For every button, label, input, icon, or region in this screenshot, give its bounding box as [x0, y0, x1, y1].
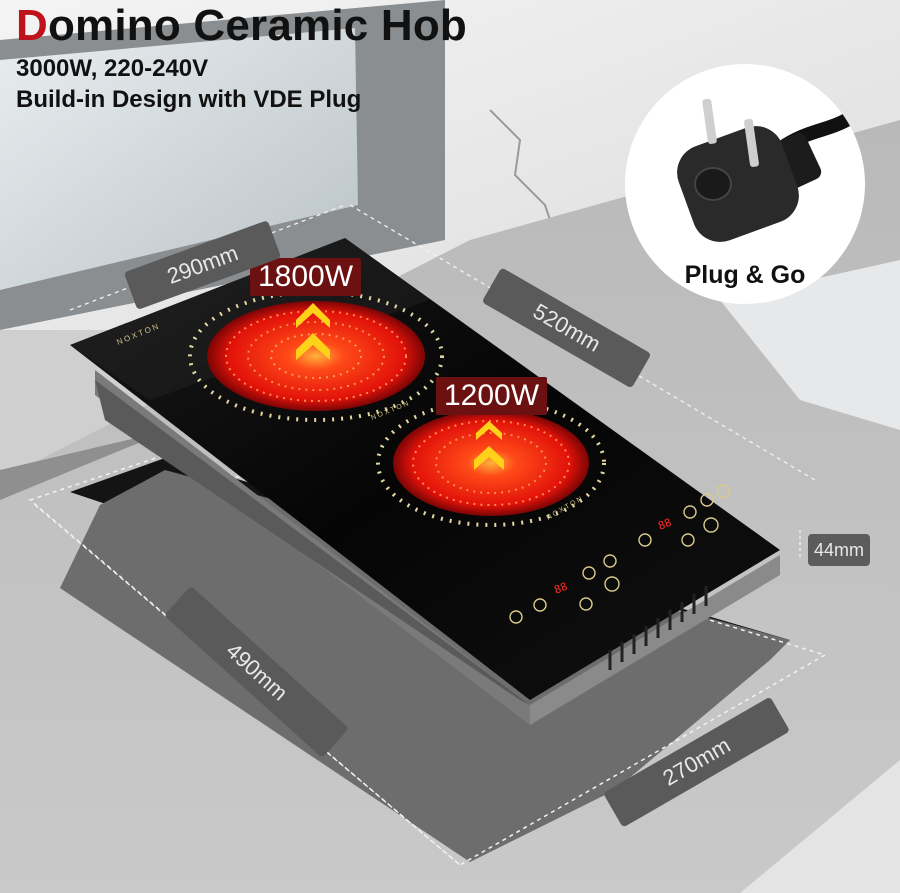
hob-front-panel — [95, 380, 530, 705]
plug-callout: Plug & Go — [625, 64, 865, 304]
counter-front-left — [0, 430, 170, 500]
control-panel-right — [638, 484, 730, 547]
timer-icon[interactable] — [603, 554, 617, 568]
timer-icon[interactable] — [700, 493, 714, 507]
timer-minus-icon[interactable] — [681, 533, 695, 547]
dimension-height: 44mm — [808, 534, 871, 566]
power-icon[interactable] — [716, 484, 730, 498]
title-block: Domino Ceramic Hob 3000W, 220-240V Build… — [16, 2, 467, 115]
cutout-base — [60, 470, 790, 862]
title-first-letter: D — [16, 1, 48, 50]
towel — [720, 260, 900, 430]
timer-minus-icon[interactable] — [579, 597, 593, 611]
plus-icon[interactable] — [683, 505, 697, 519]
small-cooking-zone — [376, 399, 606, 527]
plus-icon[interactable] — [582, 566, 596, 580]
small-zone-power-badge: 1200W — [436, 377, 548, 415]
hob-side-right — [530, 555, 780, 725]
zone-display: 88 — [552, 580, 569, 597]
minus-icon[interactable] — [638, 533, 652, 547]
lock-icon[interactable] — [703, 517, 719, 533]
heat-arrow-icon — [296, 303, 330, 360]
minus-icon[interactable] — [533, 598, 547, 612]
power-icon[interactable] — [509, 610, 523, 624]
lock-icon[interactable] — [604, 576, 620, 592]
zone-display: 88 — [656, 516, 673, 533]
large-cooking-zone — [188, 290, 444, 422]
counter-front-right — [740, 760, 900, 893]
plug-icon — [677, 98, 865, 242]
heat-arrow-icon — [474, 421, 504, 470]
title-rest: omino Ceramic Hob — [47, 1, 467, 50]
subtitle-power: 3000W, 220-240V — [16, 55, 209, 82]
dimension-line — [349, 204, 816, 481]
plug-label: Plug & Go — [684, 261, 806, 289]
page-title: Domino Ceramic Hob — [16, 2, 467, 50]
hob-vents — [608, 586, 708, 670]
control-panel-left — [509, 554, 620, 624]
subtitle-design: Build-in Design with VDE Plug — [16, 86, 362, 113]
dimension-line — [34, 504, 461, 866]
large-zone-power-badge: 1800W — [250, 258, 362, 296]
